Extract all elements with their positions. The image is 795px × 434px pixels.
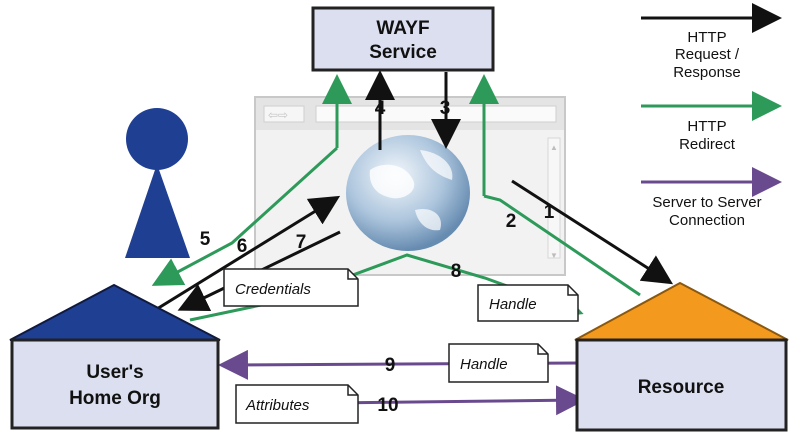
legend-http-redirect-line1: HTTP [687, 118, 726, 135]
legend: HTTP Request / Response HTTP Redirect Se… [641, 3, 782, 229]
resource-house: Resource [574, 281, 789, 432]
wayf-label-line1: WAYF [376, 18, 429, 39]
step-9: 9 [385, 355, 396, 376]
user-figure-icon [125, 108, 190, 258]
step-7: 7 [296, 232, 307, 253]
step-2: 2 [506, 211, 517, 232]
credentials-note: Credentials [223, 268, 359, 307]
step-3: 3 [440, 98, 451, 119]
legend-http-request-line1: HTTP [687, 29, 726, 46]
globe-icon [346, 135, 470, 251]
handle-note-top-label: Handle [489, 296, 537, 313]
wayf-label-line2: Service [369, 42, 437, 63]
credentials-note-label: Credentials [235, 281, 311, 298]
step-6: 6 [237, 236, 248, 257]
step-5: 5 [200, 229, 211, 250]
home-org-house: User's Home Org [9, 283, 221, 430]
legend-http-request-line3: Response [673, 64, 741, 81]
legend-http-request-line2: Request / [675, 46, 740, 63]
legend-server-line2: Connection [669, 212, 745, 229]
svg-text:⇦⇨: ⇦⇨ [268, 108, 288, 122]
handle-note-bottom: Handle [448, 343, 549, 383]
home-org-label-line1: User's [86, 362, 143, 383]
home-org-label-line2: Home Org [69, 388, 161, 409]
black-request-arrows [151, 70, 674, 314]
handle-note-top: Handle [477, 284, 579, 322]
attributes-note-label: Attributes [245, 397, 310, 414]
step-1: 1 [544, 202, 555, 223]
step-10: 10 [377, 395, 398, 416]
resource-label: Resource [638, 377, 725, 398]
svg-text:▼: ▼ [550, 251, 558, 260]
attributes-note: Attributes [235, 384, 359, 424]
handle-note-bottom-label: Handle [460, 356, 508, 373]
step-4: 4 [375, 98, 386, 119]
wayf-service-box: WAYF Service [311, 6, 495, 72]
step-8: 8 [451, 261, 462, 282]
legend-server-line1: Server to Server [652, 194, 761, 211]
legend-http-redirect-line2: Redirect [679, 136, 736, 153]
step-numbers: 1 2 3 4 5 6 7 8 9 10 [200, 98, 555, 416]
svg-text:▲: ▲ [550, 143, 558, 152]
